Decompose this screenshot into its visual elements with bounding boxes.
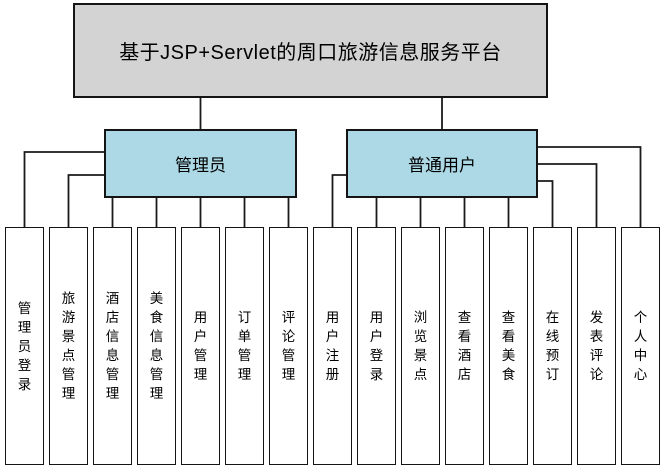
root-title: 基于JSP+Servlet的周口旅游信息服务平台 (119, 42, 502, 64)
leaf-label: 查 看 美 食 (501, 310, 516, 382)
node-comment-management: 评 论 管 理 (269, 227, 308, 465)
node-post-comments: 发 表 评 论 (577, 227, 616, 465)
leaf-label: 用 户 管 理 (193, 310, 208, 382)
node-admin-login: 管 理 员 登 录 (5, 227, 44, 465)
node-personal-center: 个 人 中 心 (621, 227, 660, 465)
leaf-label: 美 食 信 息 管 理 (149, 291, 164, 401)
node-food-info-management: 美 食 信 息 管 理 (137, 227, 176, 465)
node-online-booking: 在 线 预 订 (533, 227, 572, 465)
leaf-label: 在 线 预 订 (545, 310, 560, 382)
leaf-label: 用 户 登 录 (369, 310, 384, 382)
actor-node-normal-user: 普通用户 (346, 129, 538, 198)
leaf-label: 用 户 注 册 (325, 310, 340, 382)
leaf-label: 订 单 管 理 (237, 310, 252, 382)
node-hotel-info-management: 酒 店 信 息 管 理 (93, 227, 132, 465)
node-order-management: 订 单 管 理 (225, 227, 264, 465)
root-node: 基于JSP+Servlet的周口旅游信息服务平台 (73, 3, 548, 98)
actor-user-label: 普通用户 (408, 156, 476, 175)
node-user-register: 用 户 注 册 (313, 227, 352, 465)
node-scenic-spot-management: 旅 游 景 点 管 理 (49, 227, 88, 465)
node-view-food: 查 看 美 食 (489, 227, 528, 465)
leaf-label: 个 人 中 心 (633, 310, 648, 382)
node-user-management: 用 户 管 理 (181, 227, 220, 465)
leaf-label: 旅 游 景 点 管 理 (61, 291, 76, 401)
leaf-label: 管 理 员 登 录 (17, 300, 32, 392)
leaf-label: 浏 览 景 点 (413, 310, 428, 382)
node-view-hotels: 查 看 酒 店 (445, 227, 484, 465)
actor-admin-label: 管理员 (175, 156, 226, 175)
leaf-label: 发 表 评 论 (589, 310, 604, 382)
leaf-label: 评 论 管 理 (281, 310, 296, 382)
leaf-label: 查 看 酒 店 (457, 310, 472, 382)
leaf-label: 酒 店 信 息 管 理 (105, 291, 120, 401)
node-browse-scenic-spots: 浏 览 景 点 (401, 227, 440, 465)
node-user-login: 用 户 登 录 (357, 227, 396, 465)
actor-node-admin: 管理员 (104, 129, 297, 198)
